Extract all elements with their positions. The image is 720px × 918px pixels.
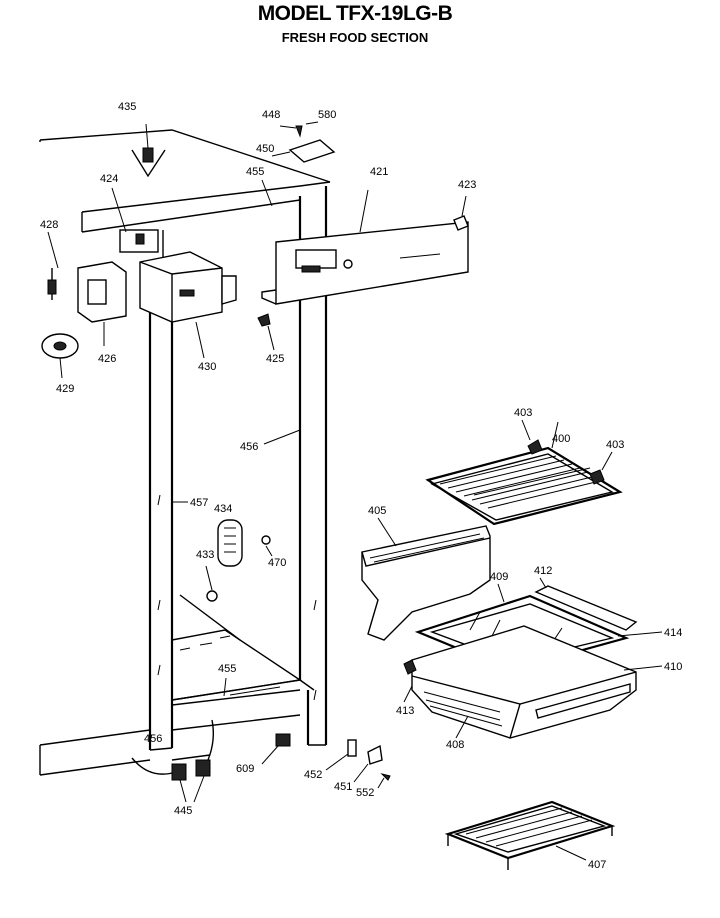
- callout-435: 435: [118, 101, 136, 113]
- part-456-rail-lead: [263, 429, 301, 445]
- callout-456-upper: 456: [240, 441, 258, 453]
- part-407-bottom-shelf: [444, 800, 616, 870]
- callout-410: 410: [664, 661, 682, 673]
- section-title: FRESH FOOD SECTION: [281, 30, 429, 45]
- model-title: MODEL TFX-19LG-B: [257, 2, 453, 25]
- callout-455-upper: 455: [246, 166, 264, 178]
- callout-413: 413: [396, 705, 414, 717]
- callout-409: 409: [490, 571, 508, 583]
- part-455-upper: [261, 179, 273, 207]
- callout-412: 412: [534, 565, 552, 577]
- part-426-housing: [47, 231, 127, 346]
- callout-455-lower: 455: [218, 663, 236, 675]
- part-410-rail: [623, 665, 663, 671]
- callout-434: 434: [214, 503, 232, 515]
- callout-400: 400: [552, 433, 570, 445]
- part-451-bracket: [353, 744, 383, 783]
- part-552-screw: [377, 773, 391, 789]
- part-452-switch: [325, 739, 357, 771]
- callout-426: 426: [98, 353, 116, 365]
- cabinet-liner: [39, 129, 331, 776]
- callout-430: 430: [198, 361, 216, 373]
- part-408-crisper-drawer: [411, 625, 637, 739]
- part-412-slide: [534, 577, 638, 631]
- part-609-connector: [261, 733, 291, 765]
- callout-580: 580: [318, 109, 336, 121]
- part-430-control-box: [139, 251, 237, 359]
- callout-609: 609: [236, 763, 254, 775]
- part-448-hinge: [271, 121, 336, 163]
- part-470-plug: [261, 535, 273, 557]
- callout-451: 451: [334, 781, 352, 793]
- part-445-wire-harness: [131, 719, 215, 803]
- callout-457: 457: [190, 497, 208, 509]
- callout-403-right: 403: [606, 439, 624, 451]
- part-424-lamp-holder: [111, 187, 159, 253]
- callout-456-lower: 456: [144, 733, 162, 745]
- callout-450: 450: [256, 143, 274, 155]
- callout-425: 425: [266, 353, 284, 365]
- callout-421: 421: [370, 166, 388, 178]
- part-403-clip-left: [521, 419, 543, 455]
- callout-407: 407: [588, 859, 606, 871]
- callout-414: 414: [664, 627, 682, 639]
- part-413-bracket: [403, 659, 417, 703]
- part-434-light-shield: [217, 519, 243, 567]
- part-429-knob: [41, 333, 79, 379]
- callout-452: 452: [304, 769, 322, 781]
- part-405-crisper-support: [361, 517, 491, 641]
- callout-470: 470: [268, 557, 286, 569]
- part-400-wire-shelf: [425, 421, 623, 526]
- callout-403-left: 403: [514, 407, 532, 419]
- callout-428: 428: [40, 219, 58, 231]
- part-403-clip-right: [589, 451, 613, 485]
- callout-408: 408: [446, 739, 464, 751]
- part-425-clip: [257, 313, 275, 351]
- callout-445: 445: [174, 805, 192, 817]
- callout-448: 448: [262, 109, 280, 121]
- callout-424: 424: [100, 173, 118, 185]
- part-433-button: [205, 565, 218, 602]
- part-421-control-panel: [261, 189, 469, 305]
- part-414-lead: [617, 631, 663, 637]
- callout-405: 405: [368, 505, 386, 517]
- callout-552: 552: [356, 787, 374, 799]
- callout-433: 433: [196, 549, 214, 561]
- part-455-lower: [223, 677, 227, 697]
- callout-429: 429: [56, 383, 74, 395]
- part-435-light-socket: [131, 123, 166, 178]
- callout-423: 423: [458, 179, 476, 191]
- callout-labels: 435 448 580 450 424 455 421 423 428 426 …: [40, 101, 682, 871]
- part-423-bulb: [453, 195, 469, 231]
